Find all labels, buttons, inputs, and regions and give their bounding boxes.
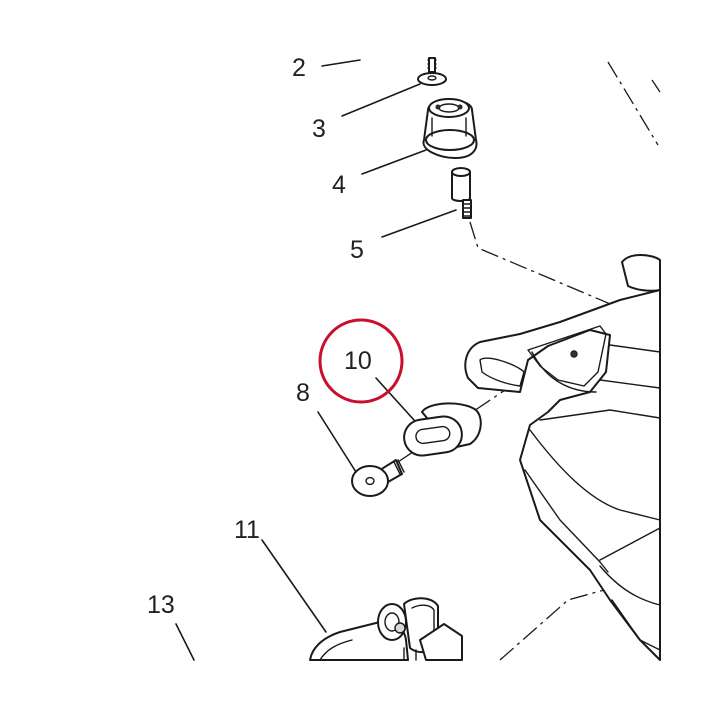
callout-5: 5 (350, 236, 364, 264)
callout-3: 3 (312, 115, 326, 143)
callout-8: 8 (296, 379, 310, 407)
callout-13: 13 (147, 591, 175, 619)
callout-2: 2 (292, 54, 306, 82)
bracket-housing (464, 254, 661, 661)
callout-10: 10 (344, 347, 372, 375)
leader-4 (361, 149, 427, 175)
callout-11: 11 (234, 516, 260, 544)
assembly-axis-line-top-right (607, 61, 659, 146)
highlight-circle-callout-10 (318, 318, 404, 404)
leader-3 (341, 83, 421, 117)
part-4-grommet (422, 98, 478, 159)
callout-4: 4 (332, 171, 346, 199)
part-10-rubber-bush (403, 402, 482, 457)
part-3-washer (417, 57, 447, 86)
leader-8 (317, 411, 357, 473)
leader-13 (175, 623, 195, 661)
part-11-actuator (309, 597, 463, 661)
assembly-axis-line-upper (469, 221, 661, 326)
assembly-axis-line-top-right-2 (651, 79, 661, 93)
leader-2 (321, 59, 361, 67)
leader-11 (261, 539, 327, 633)
part-8-screw (351, 459, 405, 497)
leader-5 (381, 209, 457, 238)
part-5-spacer (451, 167, 472, 219)
leader-10 (375, 377, 415, 421)
